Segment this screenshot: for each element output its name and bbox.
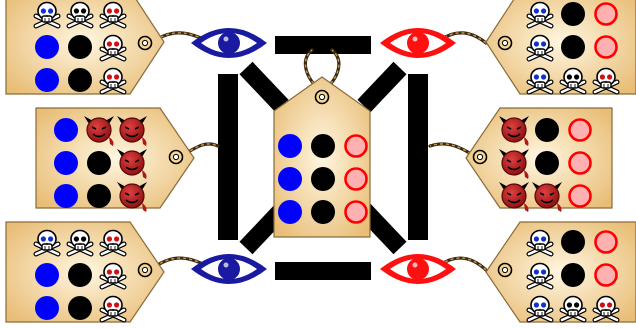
skull-crossbones-icon xyxy=(102,297,124,321)
tag-hole-icon xyxy=(499,264,512,277)
skull-crossbones-icon xyxy=(529,3,551,27)
skull-crossbones-icon xyxy=(36,231,58,255)
blue-piece xyxy=(278,167,302,191)
blue-piece xyxy=(35,35,59,59)
black-piece xyxy=(561,263,585,287)
skull-crossbones-icon xyxy=(595,69,617,93)
black-piece xyxy=(311,134,335,158)
empty-piece xyxy=(346,169,367,190)
empty-piece xyxy=(570,153,591,174)
empty-piece xyxy=(346,202,367,223)
tag-hole-icon xyxy=(316,91,329,104)
black-piece xyxy=(561,230,585,254)
tag-hole-icon xyxy=(474,151,487,164)
empty-piece xyxy=(596,265,617,286)
tag-middle-left xyxy=(36,108,194,212)
blue-piece xyxy=(278,200,302,224)
connector-diagonal xyxy=(364,68,400,106)
blue-piece xyxy=(54,118,78,142)
black-piece xyxy=(68,68,92,92)
black-piece xyxy=(87,184,111,208)
black-piece xyxy=(561,35,585,59)
skull-crossbones-icon xyxy=(529,231,551,255)
skull-crossbones-icon xyxy=(69,231,91,255)
connector-bar xyxy=(408,74,428,240)
blue-piece xyxy=(35,296,59,320)
black-piece xyxy=(561,2,585,26)
tag-middle-right xyxy=(466,108,612,212)
tag-top-right xyxy=(486,0,636,94)
eye-icon xyxy=(191,28,267,58)
blue-piece xyxy=(54,151,78,175)
skull-crossbones-icon xyxy=(529,36,551,60)
black-piece xyxy=(535,118,559,142)
skull-crossbones-icon xyxy=(529,264,551,288)
connector-bar xyxy=(218,74,238,240)
tag-hole-icon xyxy=(139,37,152,50)
black-piece xyxy=(311,200,335,224)
tag-hole-icon xyxy=(170,151,183,164)
eye-icon xyxy=(191,254,267,284)
black-piece xyxy=(68,296,92,320)
empty-piece xyxy=(596,37,617,58)
skull-crossbones-icon xyxy=(102,264,124,288)
empty-piece xyxy=(596,4,617,25)
black-piece xyxy=(87,151,111,175)
skull-crossbones-icon xyxy=(69,3,91,27)
empty-piece xyxy=(570,120,591,141)
skull-crossbones-icon xyxy=(102,3,124,27)
blue-piece xyxy=(54,184,78,208)
skull-crossbones-icon xyxy=(529,69,551,93)
tag-hole-icon xyxy=(139,264,152,277)
blue-piece xyxy=(35,263,59,287)
black-piece xyxy=(68,35,92,59)
black-piece xyxy=(535,151,559,175)
tag-bottom-right xyxy=(486,222,636,322)
skull-crossbones-icon xyxy=(102,231,124,255)
empty-piece xyxy=(346,136,367,157)
empty-piece xyxy=(596,232,617,253)
connector-bar xyxy=(275,36,371,54)
blue-piece xyxy=(35,68,59,92)
eye-icon xyxy=(380,254,456,284)
skull-crossbones-icon xyxy=(595,297,617,321)
blue-piece xyxy=(278,134,302,158)
tag-center xyxy=(274,77,370,237)
tag-hole-icon xyxy=(499,37,512,50)
skull-crossbones-icon xyxy=(529,297,551,321)
eye-icon xyxy=(380,28,456,58)
skull-crossbones-icon xyxy=(102,36,124,60)
skull-crossbones-icon xyxy=(36,3,58,27)
skull-crossbones-icon xyxy=(562,297,584,321)
connector-bar xyxy=(275,262,371,280)
black-piece xyxy=(68,263,92,287)
tag-bottom-left xyxy=(6,222,164,322)
tag-top-left xyxy=(6,0,164,94)
black-piece xyxy=(311,167,335,191)
skull-crossbones-icon xyxy=(562,69,584,93)
connector-diagonal xyxy=(246,68,282,106)
empty-piece xyxy=(570,186,591,207)
skull-crossbones-icon xyxy=(102,69,124,93)
